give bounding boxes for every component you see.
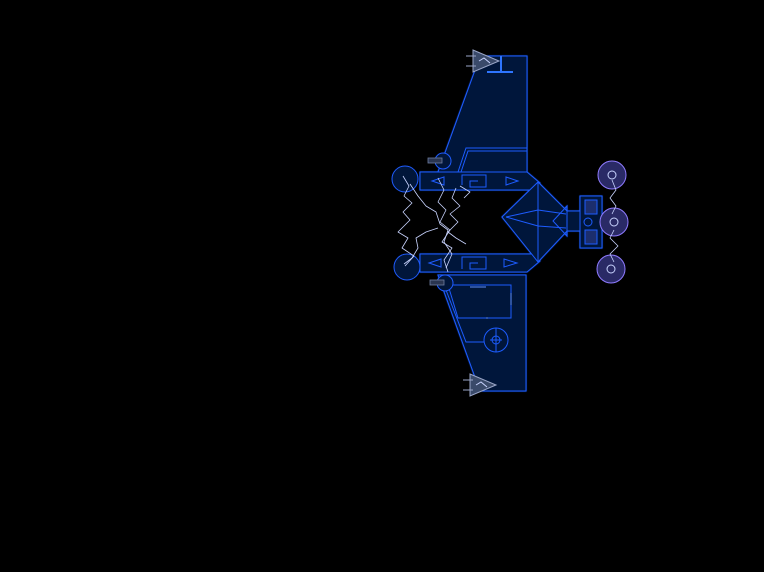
upper-wing <box>437 55 528 173</box>
wing-turrets[interactable] <box>463 49 501 397</box>
upper-spar-glyph <box>461 174 487 188</box>
nose-ridge <box>505 182 567 262</box>
arc-8 <box>609 229 619 263</box>
engine-core <box>583 217 593 227</box>
pivot-bottom <box>393 253 421 281</box>
pod-middle <box>599 207 629 237</box>
engine-pods[interactable] <box>596 160 629 284</box>
upper-wing-mast <box>487 56 513 73</box>
arc-5 <box>459 185 471 199</box>
nose-cone <box>501 181 581 263</box>
ship-hull[interactable] <box>419 55 603 392</box>
upper-wing-strut <box>457 147 527 173</box>
lower-spar-glyph <box>461 256 487 270</box>
lower-wing-bay <box>447 284 512 319</box>
arc-2 <box>409 183 453 269</box>
upper-wing-strut-inner <box>460 150 527 173</box>
upper-spar-arrow-left <box>430 176 445 186</box>
engine-vent-bottom <box>584 229 598 245</box>
arc-4 <box>447 187 467 245</box>
arc-1 <box>397 175 415 267</box>
nose-connector <box>552 204 568 238</box>
upper-spar-arrow-right <box>505 176 520 186</box>
engine-vent-top <box>584 199 598 215</box>
lower-wing <box>437 274 527 392</box>
lower-wing-conduit <box>445 289 484 343</box>
pod-bottom <box>596 254 626 284</box>
gun-upper <box>427 157 443 164</box>
pivot-joints <box>391 152 454 292</box>
pod-top <box>597 160 627 190</box>
arc-6 <box>403 227 439 265</box>
turret-bottom-wing <box>463 373 498 397</box>
lower-spar-arrow-right <box>503 258 519 268</box>
lower-spar-arrow-left <box>427 258 442 268</box>
lower-wing-cable <box>470 286 512 319</box>
small-guns <box>427 157 445 286</box>
arc-7 <box>609 179 617 215</box>
electric-arcs <box>397 175 619 273</box>
gun-lower <box>429 279 445 286</box>
arc-3 <box>437 177 453 273</box>
turret-top-wing <box>466 49 501 73</box>
